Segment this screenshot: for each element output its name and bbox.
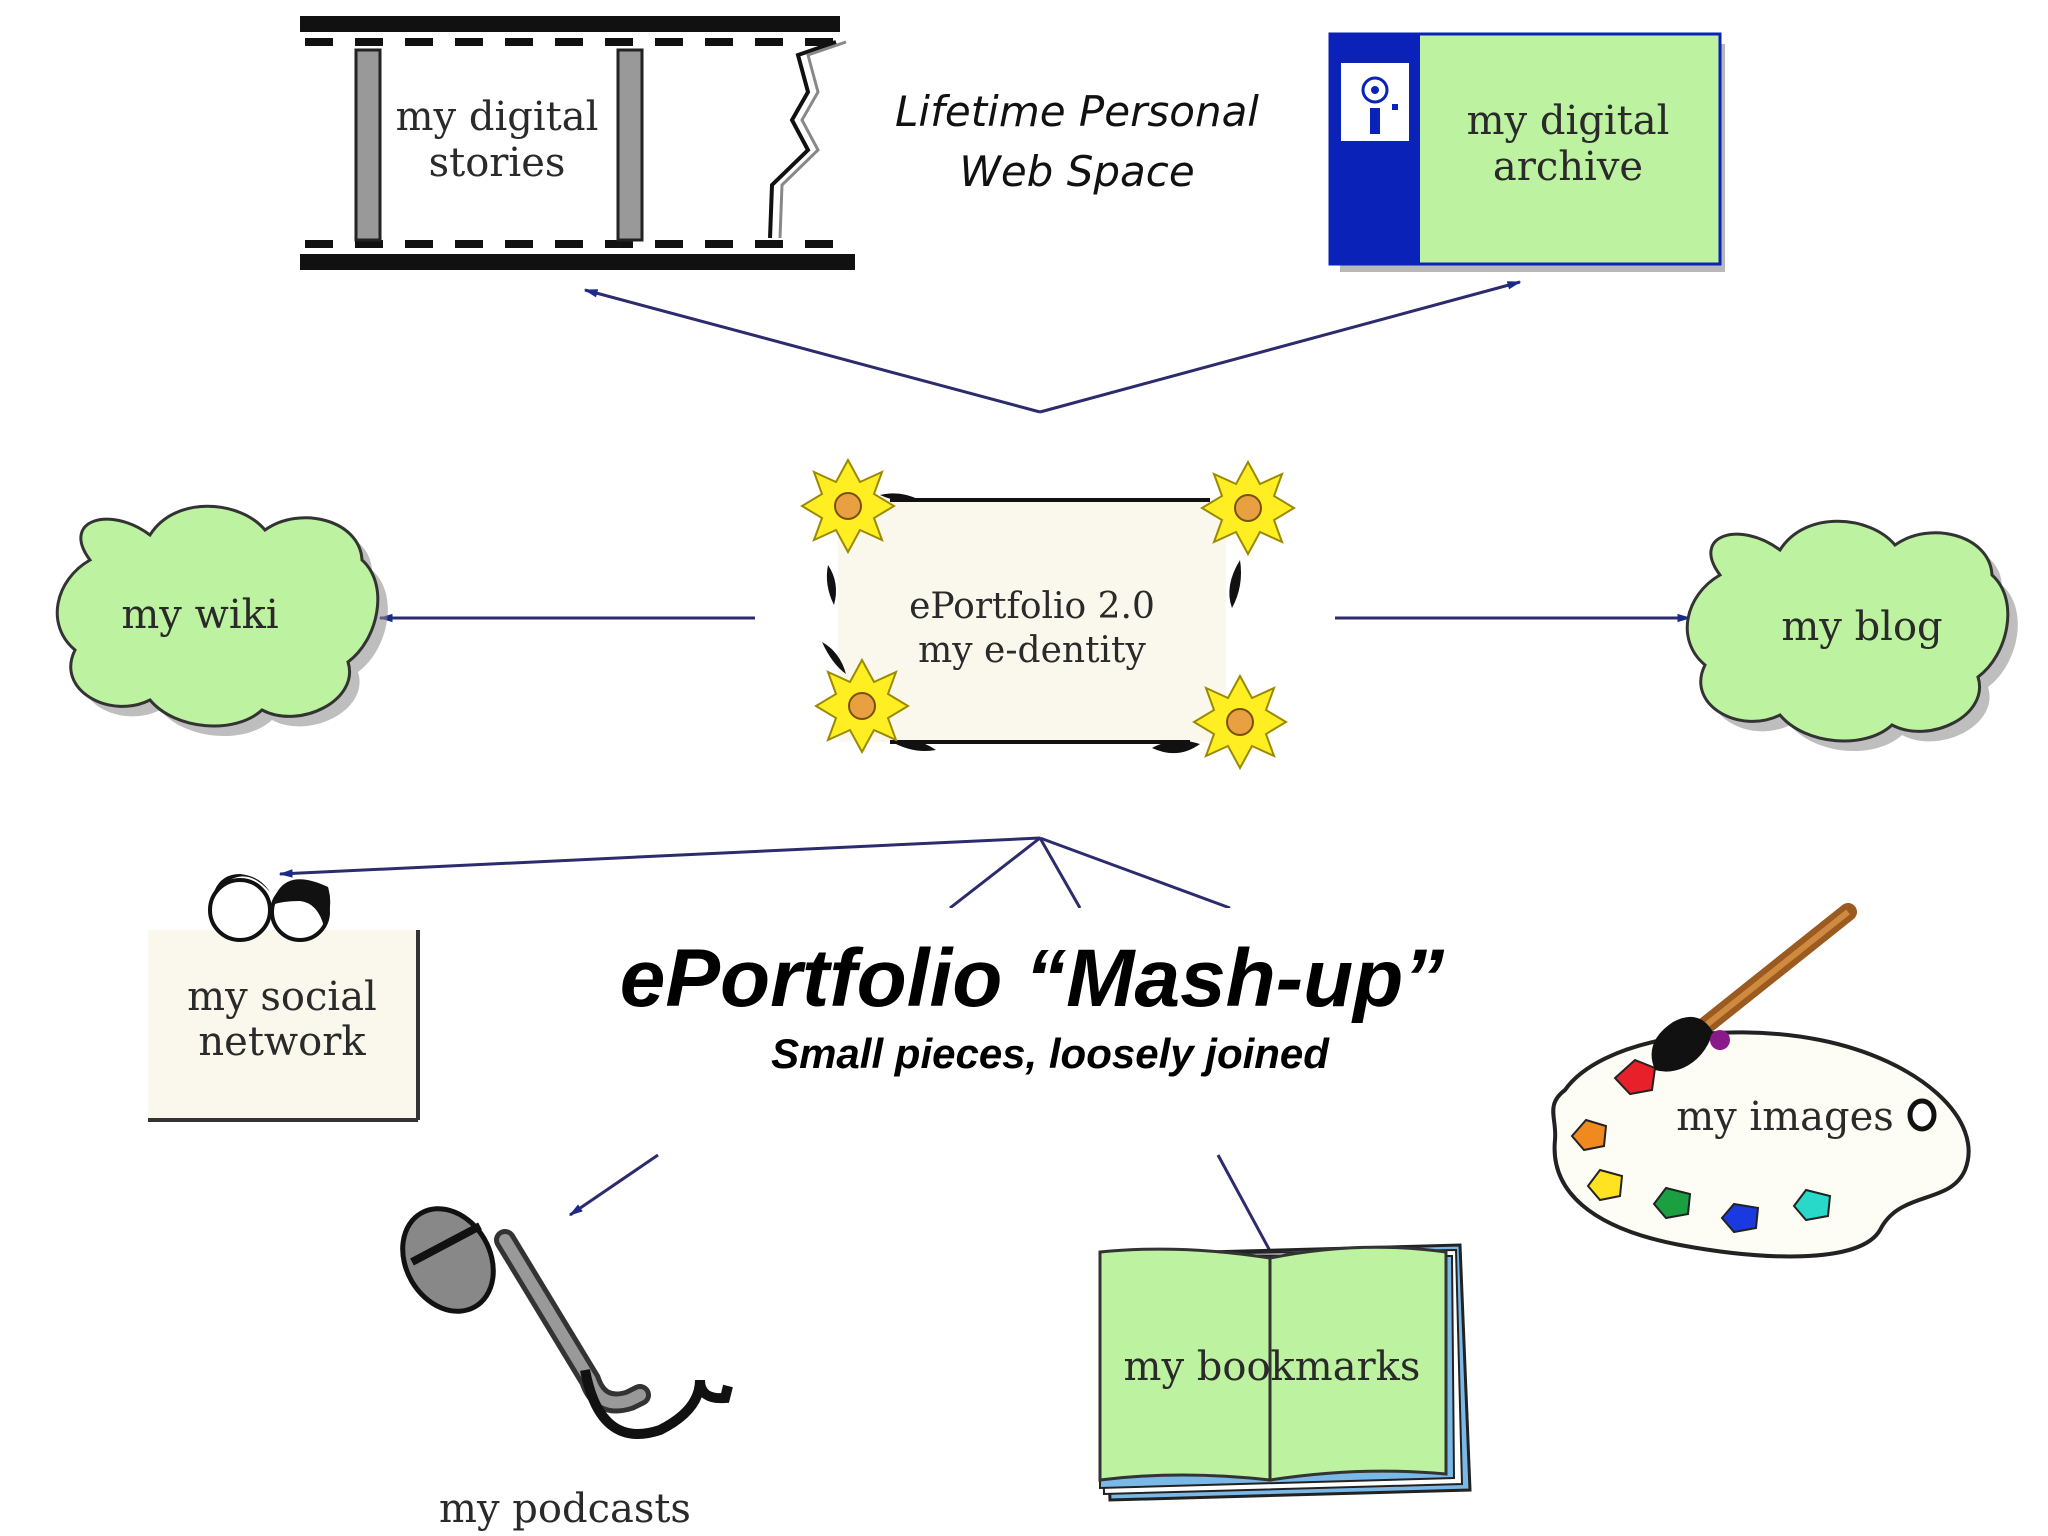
node-podcasts: my podcasts: [400, 1206, 733, 1532]
node-bookmarks: my bookmarks: [1098, 1243, 1472, 1502]
social-label-line2: network: [198, 1019, 366, 1065]
arrow-to-social: [278, 836, 1041, 878]
arrow-to-stories: [583, 288, 1041, 414]
main-title: ePortfolio “Mash-up”: [620, 933, 1445, 1024]
bookmarks-label: my bookmarks: [1124, 1344, 1421, 1390]
line-to-bookmarks-a: [1038, 837, 1082, 909]
node-images: my images: [1551, 903, 1971, 1259]
floppy-disk-icon: [1328, 32, 1722, 266]
palette-icon: [1551, 1030, 1971, 1259]
stories-label-line2: stories: [429, 140, 566, 186]
node-digital-stories: my digital stories: [300, 16, 855, 270]
line-to-images-a: [1039, 836, 1231, 910]
arrow-to-podcasts: [568, 1153, 659, 1217]
leaf-shapes: [822, 493, 1241, 754]
cloud-icon: [55, 504, 388, 737]
cloud-icon: [1685, 519, 2018, 752]
faces-icon: [208, 874, 331, 942]
arrow-to-archive: [1039, 280, 1522, 414]
microphone-icon: [400, 1206, 733, 1439]
paintbrush-icon: [1651, 903, 1857, 1072]
blog-label: my blog: [1781, 604, 1942, 650]
node-social-network: my social network: [148, 874, 420, 1122]
node-center-eportfolio: ePortfolio 2.0 my e-dentity: [801, 459, 1295, 769]
line-to-podcasts-a: [949, 836, 1041, 910]
center-label-line1: ePortfolio 2.0: [909, 586, 1155, 627]
images-label: my images: [1676, 1094, 1894, 1140]
tagline-line2: Web Space: [959, 147, 1194, 196]
stories-label-line1: my digital: [396, 94, 599, 140]
podcasts-label: my podcasts: [439, 1486, 691, 1532]
book-icon: [1098, 1243, 1472, 1502]
film-strip-icon: [300, 16, 855, 270]
node-wiki: my wiki: [55, 504, 388, 737]
title-panel: [620, 908, 1400, 1154]
node-blog: my blog: [1685, 519, 2018, 752]
arrow-to-bookmarks: [1216, 1154, 1278, 1264]
social-label-line1: my social: [187, 974, 377, 1020]
connector-lines: [278, 280, 1692, 1264]
node-digital-archive: my digital archive: [1328, 32, 1725, 272]
archive-label-line2: archive: [1493, 144, 1643, 190]
wiki-label: my wiki: [121, 592, 278, 638]
archive-label-line1: my digital: [1467, 98, 1670, 144]
subtitle: Small pieces, loosely joined: [771, 1030, 1330, 1077]
center-label-line2: my e-dentity: [918, 630, 1146, 671]
tagline-line1: Lifetime Personal: [895, 87, 1259, 136]
